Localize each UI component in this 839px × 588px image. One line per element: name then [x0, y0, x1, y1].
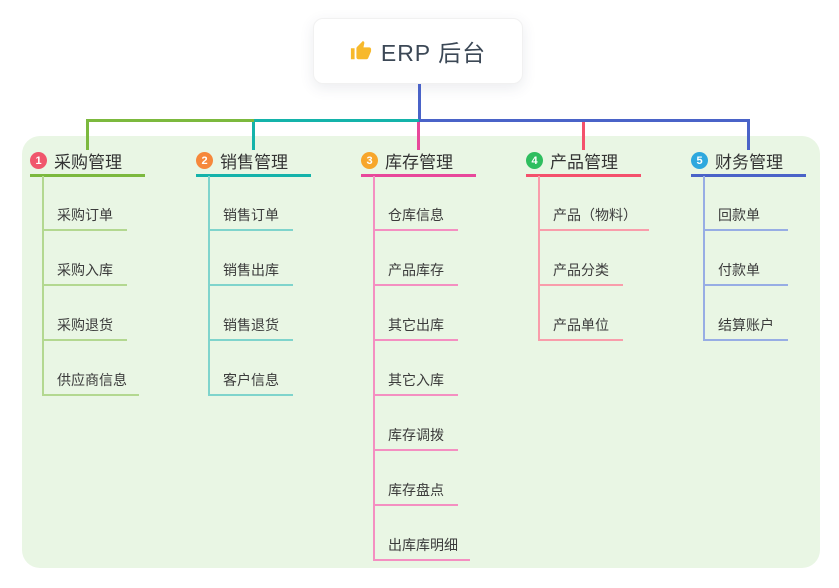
- child-topic-5-3[interactable]: 结算账户: [703, 315, 788, 341]
- branch-drop-line-4: [582, 122, 585, 150]
- root-title: ERP 后台: [380, 40, 487, 66]
- child-topic-3-3[interactable]: 其它出库: [373, 315, 458, 341]
- branch-title-5: 财务管理: [715, 153, 783, 172]
- thumbs-up-icon: [350, 40, 372, 62]
- branch-topic-3[interactable]: 3 库存管理: [361, 147, 476, 177]
- child-topic-2-2[interactable]: 销售出库: [208, 260, 293, 286]
- branch-topic-2[interactable]: 2 销售管理: [196, 147, 311, 177]
- child-topic-5-2[interactable]: 付款单: [703, 260, 788, 286]
- bus-segment-right: [419, 119, 750, 122]
- branch-spine-line-1: [42, 176, 44, 396]
- branch-spine-line-3: [373, 176, 375, 561]
- branch-spine-line-5: [703, 176, 705, 341]
- bus-segment-middle: [253, 119, 419, 122]
- branch-title-4: 产品管理: [550, 153, 618, 172]
- branches-background-panel: [22, 136, 820, 568]
- branch-drop-line-5: [747, 122, 750, 150]
- branch-title-2: 销售管理: [220, 153, 288, 172]
- child-topic-4-2[interactable]: 产品分类: [538, 260, 623, 286]
- child-topic-3-5[interactable]: 库存调拨: [373, 425, 458, 451]
- child-topic-3-4[interactable]: 其它入库: [373, 370, 458, 396]
- branch-topic-5[interactable]: 5 财务管理: [691, 147, 806, 177]
- branch-number-badge-4: 4: [526, 152, 543, 169]
- bus-segment-left: [86, 119, 254, 122]
- branch-number-badge-3: 3: [361, 152, 378, 169]
- branch-topic-4[interactable]: 4 产品管理: [526, 147, 641, 177]
- child-topic-1-1[interactable]: 采购订单: [42, 205, 127, 231]
- branch-number-badge-2: 2: [196, 152, 213, 169]
- child-topic-1-2[interactable]: 采购入库: [42, 260, 127, 286]
- child-topic-1-3[interactable]: 采购退货: [42, 315, 127, 341]
- branch-number-badge-1: 1: [30, 152, 47, 169]
- branch-topic-1[interactable]: 1 采购管理: [30, 147, 145, 177]
- child-topic-2-3[interactable]: 销售退货: [208, 315, 293, 341]
- branch-title-3: 库存管理: [385, 153, 453, 172]
- child-topic-2-1[interactable]: 销售订单: [208, 205, 293, 231]
- child-topic-5-1[interactable]: 回款单: [703, 205, 788, 231]
- child-topic-3-7[interactable]: 出库库明细: [373, 535, 470, 561]
- branch-number-badge-5: 5: [691, 152, 708, 169]
- branch-drop-line-3: [417, 122, 420, 150]
- child-topic-4-1[interactable]: 产品（物料）: [538, 205, 649, 231]
- root-stem-line: [418, 84, 421, 119]
- child-topic-3-1[interactable]: 仓库信息: [373, 205, 458, 231]
- child-topic-2-4[interactable]: 客户信息: [208, 370, 293, 396]
- branch-title-1: 采购管理: [54, 153, 122, 172]
- child-topic-4-3[interactable]: 产品单位: [538, 315, 623, 341]
- root-topic-erp-backend[interactable]: ERP 后台: [313, 18, 523, 84]
- child-topic-3-2[interactable]: 产品库存: [373, 260, 458, 286]
- child-topic-3-6[interactable]: 库存盘点: [373, 480, 458, 506]
- branch-drop-line-1: [86, 122, 89, 150]
- branch-spine-line-4: [538, 176, 540, 341]
- branch-drop-line-2: [252, 122, 255, 150]
- child-topic-1-4[interactable]: 供应商信息: [42, 370, 139, 396]
- branch-spine-line-2: [208, 176, 210, 396]
